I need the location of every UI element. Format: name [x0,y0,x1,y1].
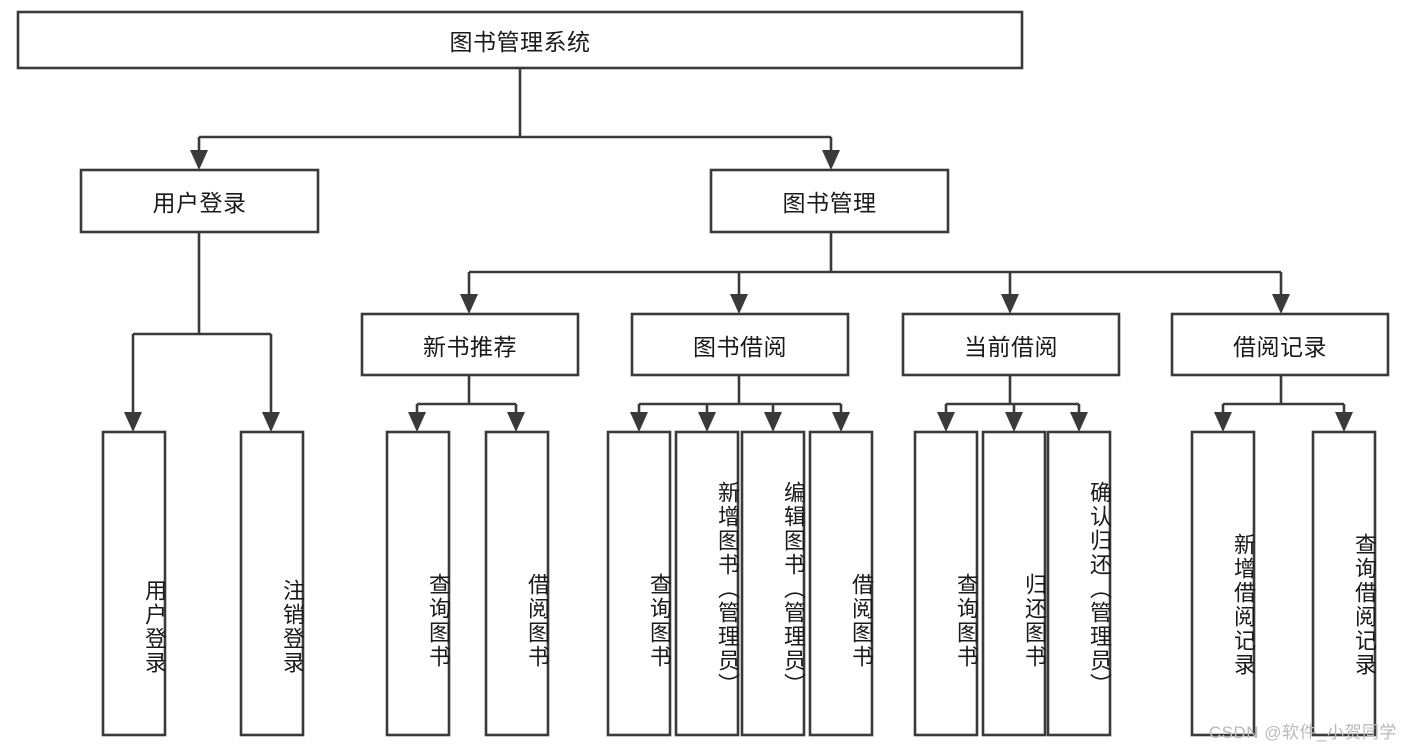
arrow-to-leaf-query-book-3 [937,412,955,432]
node-book-borrow-box[interactable] [630,312,850,377]
leaf-add-borrow-record-box[interactable] [1190,430,1256,737]
node-rect-group [16,10,1390,737]
connector-newbook-to-bus [415,375,518,414]
leaf-query-book-1-box[interactable] [385,430,451,737]
leaf-query-borrow-record-box[interactable] [1311,430,1377,737]
arrow-to-leaf-query-book-2 [630,412,648,432]
connector-bookmanage-to-bus [467,232,1283,296]
connector-group [131,68,1346,414]
node-borrow-record-box[interactable] [1170,312,1390,377]
node-current-borrow-box[interactable] [901,312,1121,377]
arrow-to-leaf-user-login [124,412,142,432]
arrow-to-leaf-edit-book [764,412,782,432]
connector-root-to-bus [197,68,833,152]
leaf-query-book-3-box[interactable] [913,430,979,737]
leaf-query-book-2-box[interactable] [606,430,672,737]
arrow-to-leaf-return-book [1005,412,1023,432]
arrow-to-user-login [190,150,208,170]
leaf-return-book-box[interactable] [981,430,1047,737]
arrow-to-book-borrow [730,294,748,314]
leaf-confirm-return-box[interactable] [1046,430,1112,737]
connector-borrowrecord-to-bus [1221,375,1346,414]
arrow-to-leaf-query-borrow-record [1335,412,1353,432]
leaf-add-book-box[interactable] [674,430,740,737]
arrow-to-leaf-add-book [698,412,716,432]
arrow-to-leaf-borrow-book-2 [832,412,850,432]
arrow-to-leaf-query-book-1 [408,412,426,432]
csdn-watermark: CSDN @软件_小贺同学 [1208,723,1397,742]
arrow-to-current-borrow [1001,294,1019,314]
arrow-to-leaf-add-borrow-record [1214,412,1232,432]
arrow-to-book-manage [822,150,840,170]
arrow-to-new-book-recommend [460,294,478,314]
leaf-edit-book-box[interactable] [740,430,806,737]
arrowhead-group [124,150,1353,432]
arrow-to-leaf-borrow-book-1 [507,412,525,432]
arrow-to-leaf-logout-login [262,412,280,432]
arrow-to-borrow-record [1272,294,1290,314]
node-book-manage-box[interactable] [709,168,950,234]
leaf-logout-login-box[interactable] [239,430,305,737]
leaf-borrow-book-1-box[interactable] [484,430,550,737]
leaf-borrow-book-2-box[interactable] [808,430,874,737]
node-root-box[interactable] [16,10,1024,70]
leaf-user-login-box[interactable] [101,430,167,737]
arrow-to-leaf-confirm-return [1070,412,1088,432]
connector-userlogin-to-bus [131,232,273,414]
node-new-book-recommend-box[interactable] [360,312,580,377]
connector-bookborrow-to-bus [637,375,843,414]
connector-currentborrow-to-bus [944,375,1081,414]
node-user-login-box[interactable] [79,168,320,234]
